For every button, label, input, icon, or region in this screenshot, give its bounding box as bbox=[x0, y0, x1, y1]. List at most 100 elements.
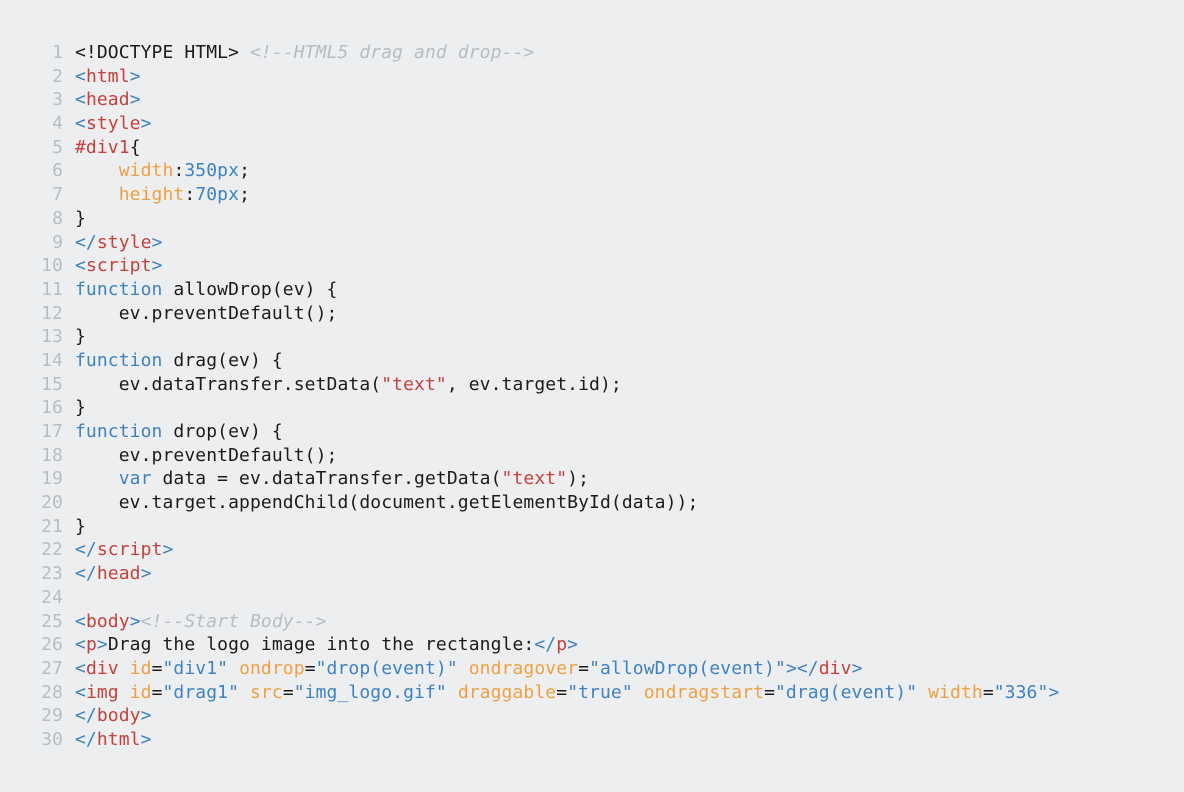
token-plain: ev.dataTransfer.setData( bbox=[75, 373, 382, 395]
token-attr: ondragstart bbox=[643, 681, 765, 703]
token-tag: p bbox=[556, 634, 568, 656]
code-line: 15 ev.dataTransfer.setData("text", ev.ta… bbox=[0, 373, 1184, 397]
code-text: function drag(ev) { bbox=[75, 349, 283, 373]
token-plain bbox=[119, 658, 130, 679]
line-number: 10 bbox=[41, 255, 63, 277]
token-br: > bbox=[96, 634, 108, 656]
token-br: > bbox=[140, 705, 152, 727]
token-br: > bbox=[129, 89, 141, 111]
token-tag: img bbox=[85, 681, 119, 703]
token-com: <!--Start Body--> bbox=[140, 610, 327, 632]
token-num: 70px bbox=[195, 184, 240, 206]
token-attr: width bbox=[928, 681, 983, 703]
token-plain: } bbox=[75, 397, 86, 419]
token-plain bbox=[228, 658, 239, 679]
code-line: 21} bbox=[0, 515, 1184, 539]
code-line: 26<p>Drag the logo image into the rectan… bbox=[0, 633, 1184, 657]
token-val: "true" bbox=[567, 681, 633, 703]
token-tag: #div1 bbox=[75, 136, 130, 158]
token-plain: drag(ev) { bbox=[162, 349, 283, 371]
token-prop: width bbox=[118, 160, 174, 182]
token-plain: } bbox=[75, 207, 86, 229]
line-number: 30 bbox=[41, 728, 63, 750]
code-text: } bbox=[75, 325, 86, 349]
line-number: 27 bbox=[41, 657, 63, 679]
token-plain: <!DOCTYPE HTML> bbox=[75, 42, 250, 63]
token-br: < bbox=[75, 681, 86, 703]
code-line: 24 bbox=[0, 586, 1184, 610]
token-br: </ bbox=[75, 563, 97, 585]
token-br: </ bbox=[75, 728, 97, 750]
code-line: 5#div1{ bbox=[0, 136, 1184, 160]
token-plain: = bbox=[578, 657, 590, 679]
token-com: <!--HTML5 drag and drop--> bbox=[250, 42, 535, 63]
token-br: > bbox=[140, 563, 152, 585]
token-plain bbox=[75, 468, 119, 489]
token-plain bbox=[917, 682, 928, 703]
line-number: 3 bbox=[52, 89, 63, 111]
token-num: 350px bbox=[184, 160, 240, 182]
line-number: 23 bbox=[41, 563, 63, 585]
code-text: } bbox=[75, 396, 86, 420]
token-plain: Drag the logo image into the rectangle: bbox=[107, 634, 535, 656]
token-plain: = bbox=[982, 681, 994, 703]
line-number: 20 bbox=[41, 492, 63, 514]
token-br: > bbox=[162, 539, 174, 561]
token-kw: function bbox=[75, 278, 163, 300]
token-str: "text" bbox=[381, 373, 447, 395]
code-line: 2 <html> bbox=[0, 65, 1184, 89]
code-line: 6 width:350px; bbox=[0, 159, 1184, 183]
code-line: 28<img id="drag1" src="img_logo.gif" dra… bbox=[0, 681, 1184, 705]
code-text: #div1{ bbox=[75, 136, 141, 160]
code-line: 22</script> bbox=[0, 538, 1184, 562]
code-line: 7 height:70px; bbox=[0, 183, 1184, 207]
code-text: function drop(ev) { bbox=[75, 420, 283, 444]
token-tag: html bbox=[85, 65, 130, 87]
token-plain: { bbox=[129, 136, 141, 158]
line-number: 8 bbox=[52, 207, 63, 229]
token-br: < bbox=[75, 610, 86, 632]
token-br: </ bbox=[534, 634, 557, 656]
token-val: "drag1" bbox=[162, 681, 240, 703]
token-tag: html bbox=[96, 728, 141, 750]
token-br: > bbox=[151, 255, 163, 277]
token-br: > bbox=[129, 610, 141, 632]
token-plain bbox=[75, 160, 119, 181]
token-plain: drop(ev) { bbox=[162, 421, 283, 442]
token-plain bbox=[239, 682, 250, 703]
token-plain: , ev.target.id); bbox=[446, 373, 622, 395]
token-attr: src bbox=[250, 681, 283, 703]
token-tag: body bbox=[85, 610, 130, 632]
line-number: 28 bbox=[41, 681, 63, 703]
token-attr: id bbox=[129, 681, 152, 703]
token-plain: = bbox=[282, 681, 294, 703]
token-plain bbox=[447, 682, 458, 703]
line-number: 24 bbox=[41, 586, 63, 608]
line-number: 22 bbox=[41, 539, 63, 561]
token-plain: = bbox=[151, 681, 163, 703]
line-number: 12 bbox=[41, 302, 63, 324]
token-plain: ev.preventDefault(); bbox=[75, 444, 338, 466]
line-number: 9 bbox=[52, 231, 63, 253]
code-text: </body> bbox=[75, 704, 152, 728]
token-plain: ); bbox=[567, 468, 590, 490]
token-plain: } bbox=[75, 326, 86, 348]
token-plain: : bbox=[184, 184, 196, 206]
code-text: <html> bbox=[75, 65, 141, 89]
token-plain bbox=[75, 184, 119, 205]
token-plain: ; bbox=[239, 160, 250, 182]
code-line: 25<body><!--Start Body--> bbox=[0, 610, 1184, 634]
token-br: > bbox=[129, 65, 141, 87]
code-line: 1<!DOCTYPE HTML> <!--HTML5 drag and drop… bbox=[0, 41, 1184, 65]
line-number: 14 bbox=[41, 349, 63, 371]
token-br: < bbox=[75, 255, 86, 277]
token-tag: head bbox=[96, 563, 141, 585]
code-text: <p>Drag the logo image into the rectangl… bbox=[75, 633, 578, 657]
code-text: ev.target.appendChild(document.getElemen… bbox=[75, 491, 699, 515]
line-number: 2 bbox=[52, 65, 63, 87]
token-tag: style bbox=[96, 231, 152, 253]
code-text: <style> bbox=[75, 112, 152, 136]
token-br: > bbox=[851, 657, 863, 679]
token-plain: data = ev.dataTransfer.getData( bbox=[151, 468, 502, 490]
code-line: 13} bbox=[0, 325, 1184, 349]
